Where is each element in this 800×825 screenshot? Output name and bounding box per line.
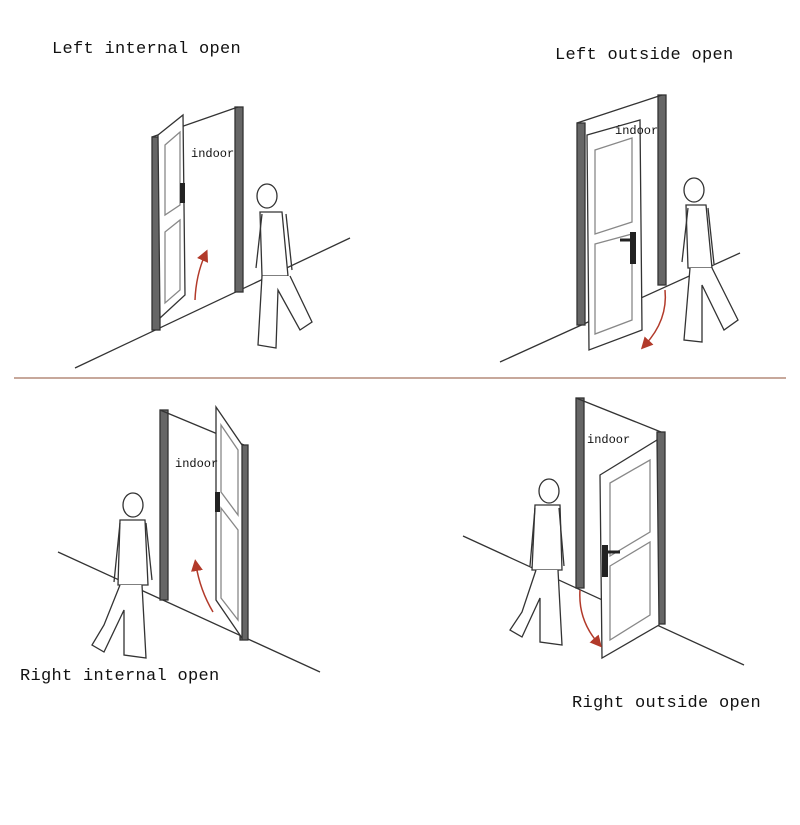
indoor-label: indoor — [175, 457, 218, 471]
door-leaf — [599, 438, 660, 660]
title-right-internal-open: Right internal open — [20, 667, 220, 686]
floor-line — [74, 237, 351, 369]
floor-line — [57, 551, 321, 673]
person-figure — [91, 492, 153, 659]
indoor-label: indoor — [587, 433, 630, 447]
door-leaf — [157, 113, 186, 320]
swing-arrow — [191, 559, 214, 613]
indoor-label: indoor — [191, 147, 234, 161]
title-right-outside-open: Right outside open — [572, 694, 762, 713]
door-frame — [159, 409, 249, 641]
person-figure — [255, 183, 313, 349]
title-left-outside-open: Left outside open — [555, 46, 734, 65]
panel-left-outside-open — [499, 94, 741, 363]
person-figure — [509, 478, 565, 646]
door-leaf — [586, 119, 643, 351]
panel-right-outside-open — [462, 397, 745, 666]
swing-arrow — [640, 289, 667, 350]
indoor-label: indoor — [615, 124, 658, 138]
divider-line — [14, 377, 786, 379]
panel-left-internal-open — [74, 106, 351, 369]
panel-right-internal-open — [57, 404, 321, 673]
person-figure — [681, 177, 739, 343]
swing-arrow — [194, 249, 209, 301]
door-leaf — [215, 404, 243, 641]
door-frame — [576, 94, 667, 326]
swing-arrow — [579, 589, 602, 648]
title-left-internal-open: Left internal open — [52, 40, 242, 59]
